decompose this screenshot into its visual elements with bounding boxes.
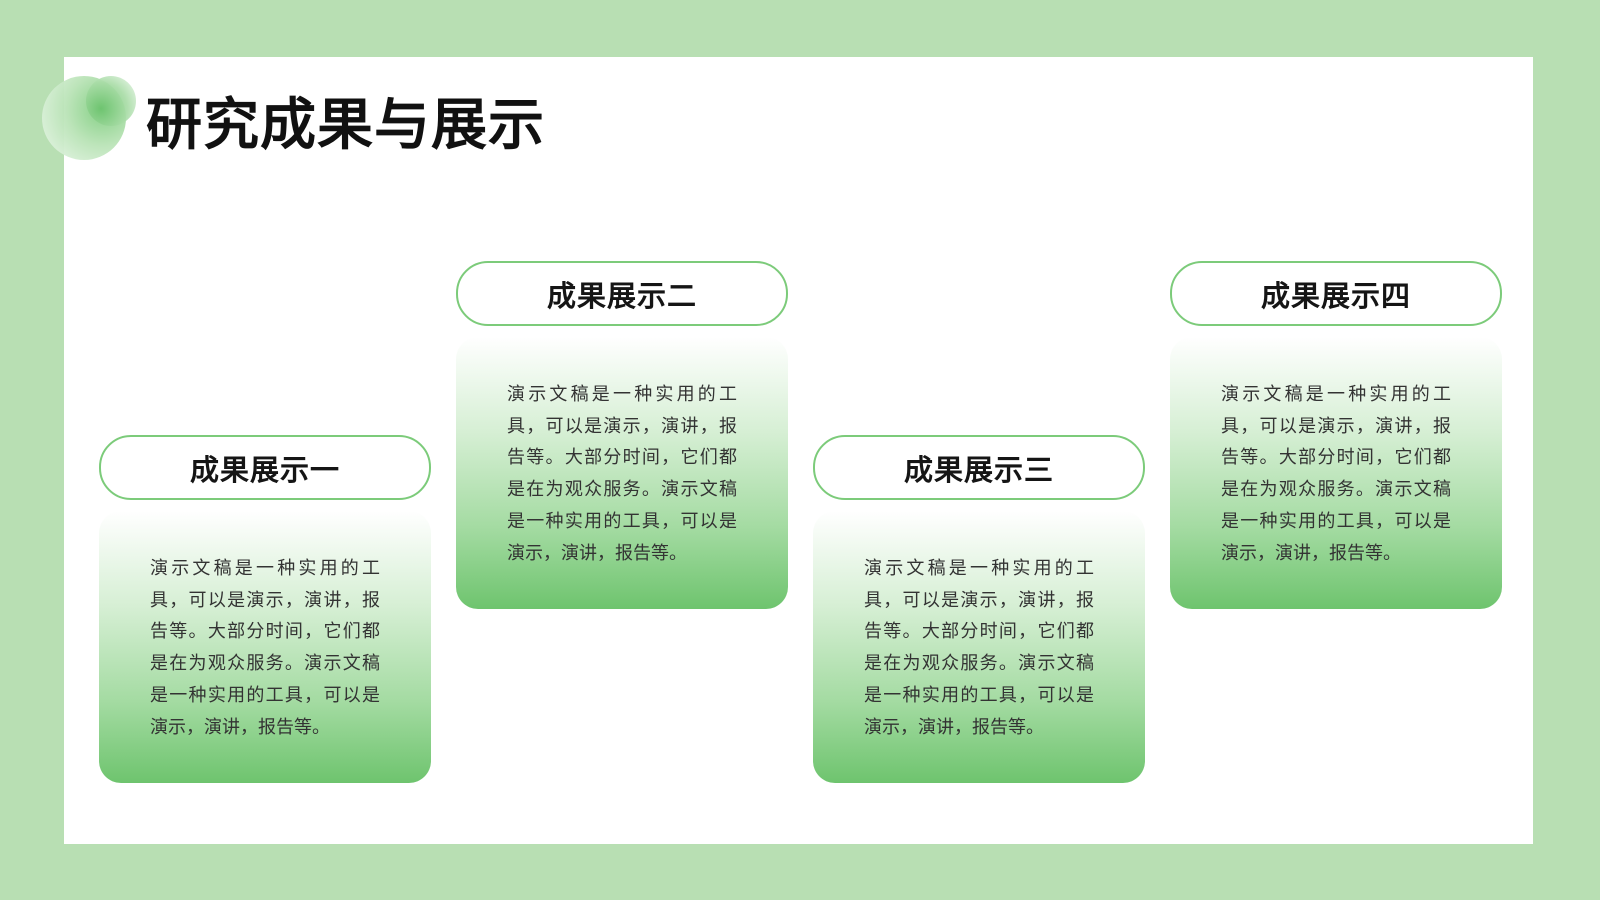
card-title-pill: 成果展示二 (456, 261, 788, 326)
card-body: 演示文稿是一种实用的工具，可以是演示，演讲，报告等。大部分时间，它们都是在为观众… (813, 511, 1145, 783)
card-title-pill: 成果展示一 (99, 435, 431, 500)
card-description: 演示文稿是一种实用的工具，可以是演示，演讲，报告等。大部分时间，它们都是在为观众… (150, 558, 380, 738)
page-title: 研究成果与展示 (146, 93, 545, 158)
card-body: 演示文稿是一种实用的工具，可以是演示，演讲，报告等。大部分时间，它们都是在为观众… (99, 511, 431, 783)
card-title-pill: 成果展示三 (813, 435, 1145, 500)
card-body: 演示文稿是一种实用的工具，可以是演示，演讲，报告等。大部分时间，它们都是在为观众… (456, 337, 788, 609)
card-body: 演示文稿是一种实用的工具，可以是演示，演讲，报告等。大部分时间，它们都是在为观众… (1170, 337, 1502, 609)
card-description: 演示文稿是一种实用的工具，可以是演示，演讲，报告等。大部分时间，它们都是在为观众… (507, 384, 737, 564)
card-description: 演示文稿是一种实用的工具，可以是演示，演讲，报告等。大部分时间，它们都是在为观众… (864, 558, 1094, 738)
decorative-circle-small (86, 76, 136, 126)
card-description: 演示文稿是一种实用的工具，可以是演示，演讲，报告等。大部分时间，它们都是在为观众… (1221, 384, 1451, 564)
decorative-circles-icon (42, 76, 170, 176)
card-title-pill: 成果展示四 (1170, 261, 1502, 326)
